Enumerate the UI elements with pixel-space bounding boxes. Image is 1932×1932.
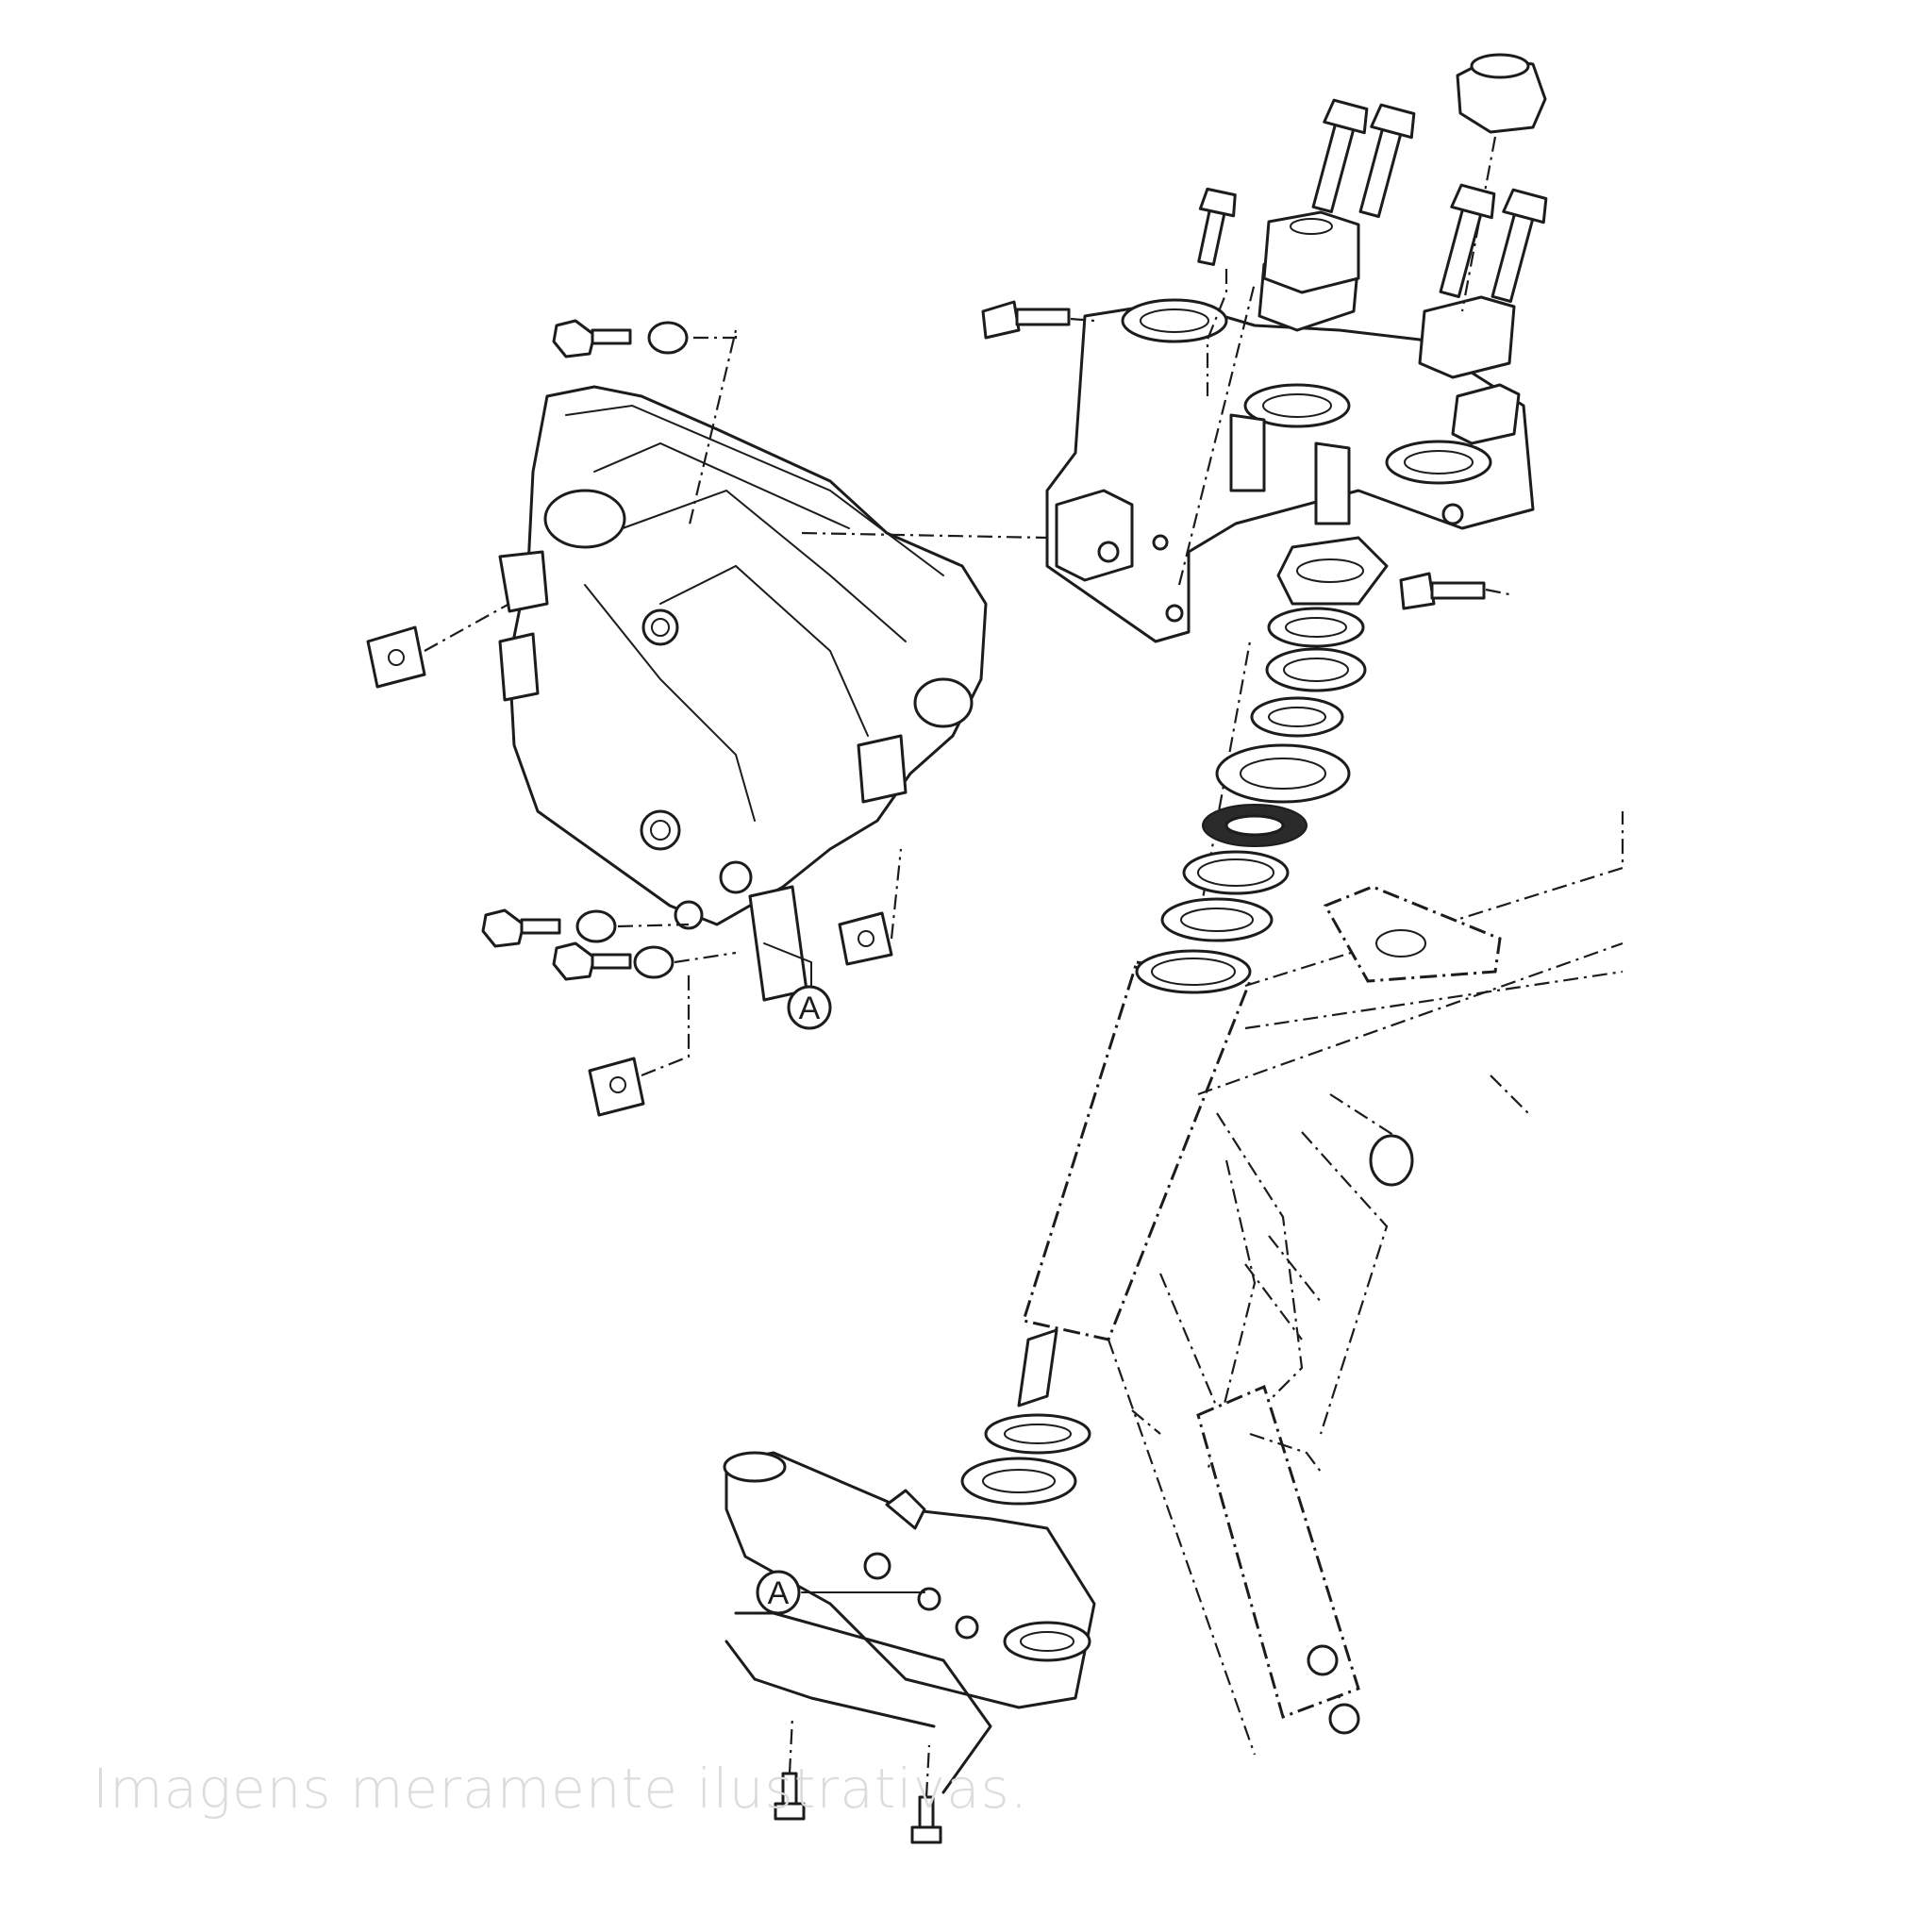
upper-triple-clamp	[1045, 210, 1535, 643]
callout-a-upper: A	[763, 942, 832, 1030]
watermark-text: Imagens meramente ilustrativas.	[92, 1757, 1029, 1821]
callout-a-upper-label: A	[799, 991, 821, 1026]
callout-a-lower-label: A	[768, 1575, 790, 1611]
side-bolt-right	[1399, 572, 1486, 610]
riser-bolts	[981, 98, 1548, 610]
bracket-mount-leader	[801, 531, 1048, 540]
headlight-bracket	[498, 385, 988, 1002]
bracket-fasteners	[366, 319, 903, 1117]
lower-triple-clamp	[723, 1328, 1096, 1844]
motorcycle-frame	[1022, 811, 1624, 1756]
steering-bearing-stack	[1160, 282, 1389, 942]
callout-a-lower: A	[756, 1570, 925, 1615]
side-bolt-left	[981, 300, 1071, 340]
